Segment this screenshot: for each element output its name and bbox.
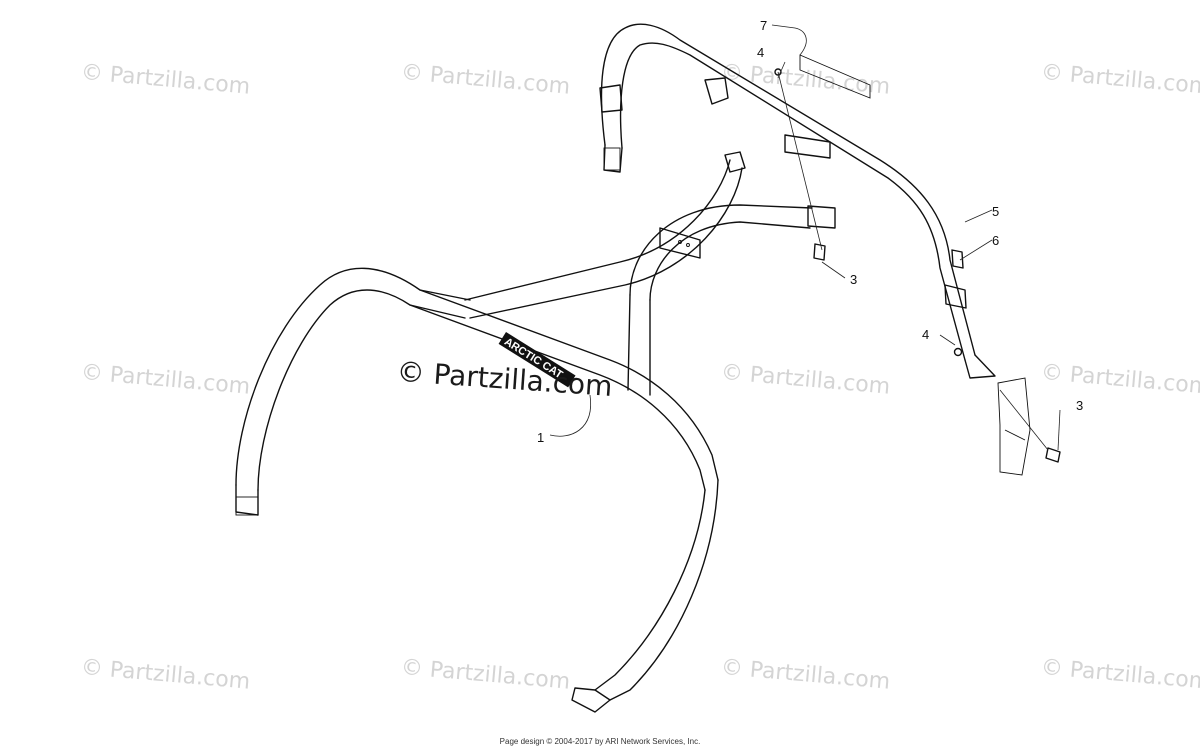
callout-3: 3 bbox=[850, 272, 858, 287]
callout-4: 4 bbox=[757, 45, 765, 60]
callout-3: 3 bbox=[1076, 398, 1084, 413]
bolt-3a bbox=[813, 243, 826, 261]
callout-6: 6 bbox=[992, 233, 1000, 248]
nut-4b bbox=[953, 347, 963, 357]
callout-4: 4 bbox=[922, 327, 930, 342]
bolt-3b bbox=[1045, 447, 1061, 463]
front-rops-tube bbox=[235, 151, 836, 713]
callout-7: 7 bbox=[760, 18, 768, 33]
rear-rops-tube bbox=[599, 23, 1031, 476]
page-footer: Page design © 2004-2017 by ARI Network S… bbox=[499, 737, 701, 746]
decal-7 bbox=[799, 54, 871, 99]
callout-5: 5 bbox=[992, 204, 1000, 219]
callout-1: 1 bbox=[537, 430, 545, 445]
